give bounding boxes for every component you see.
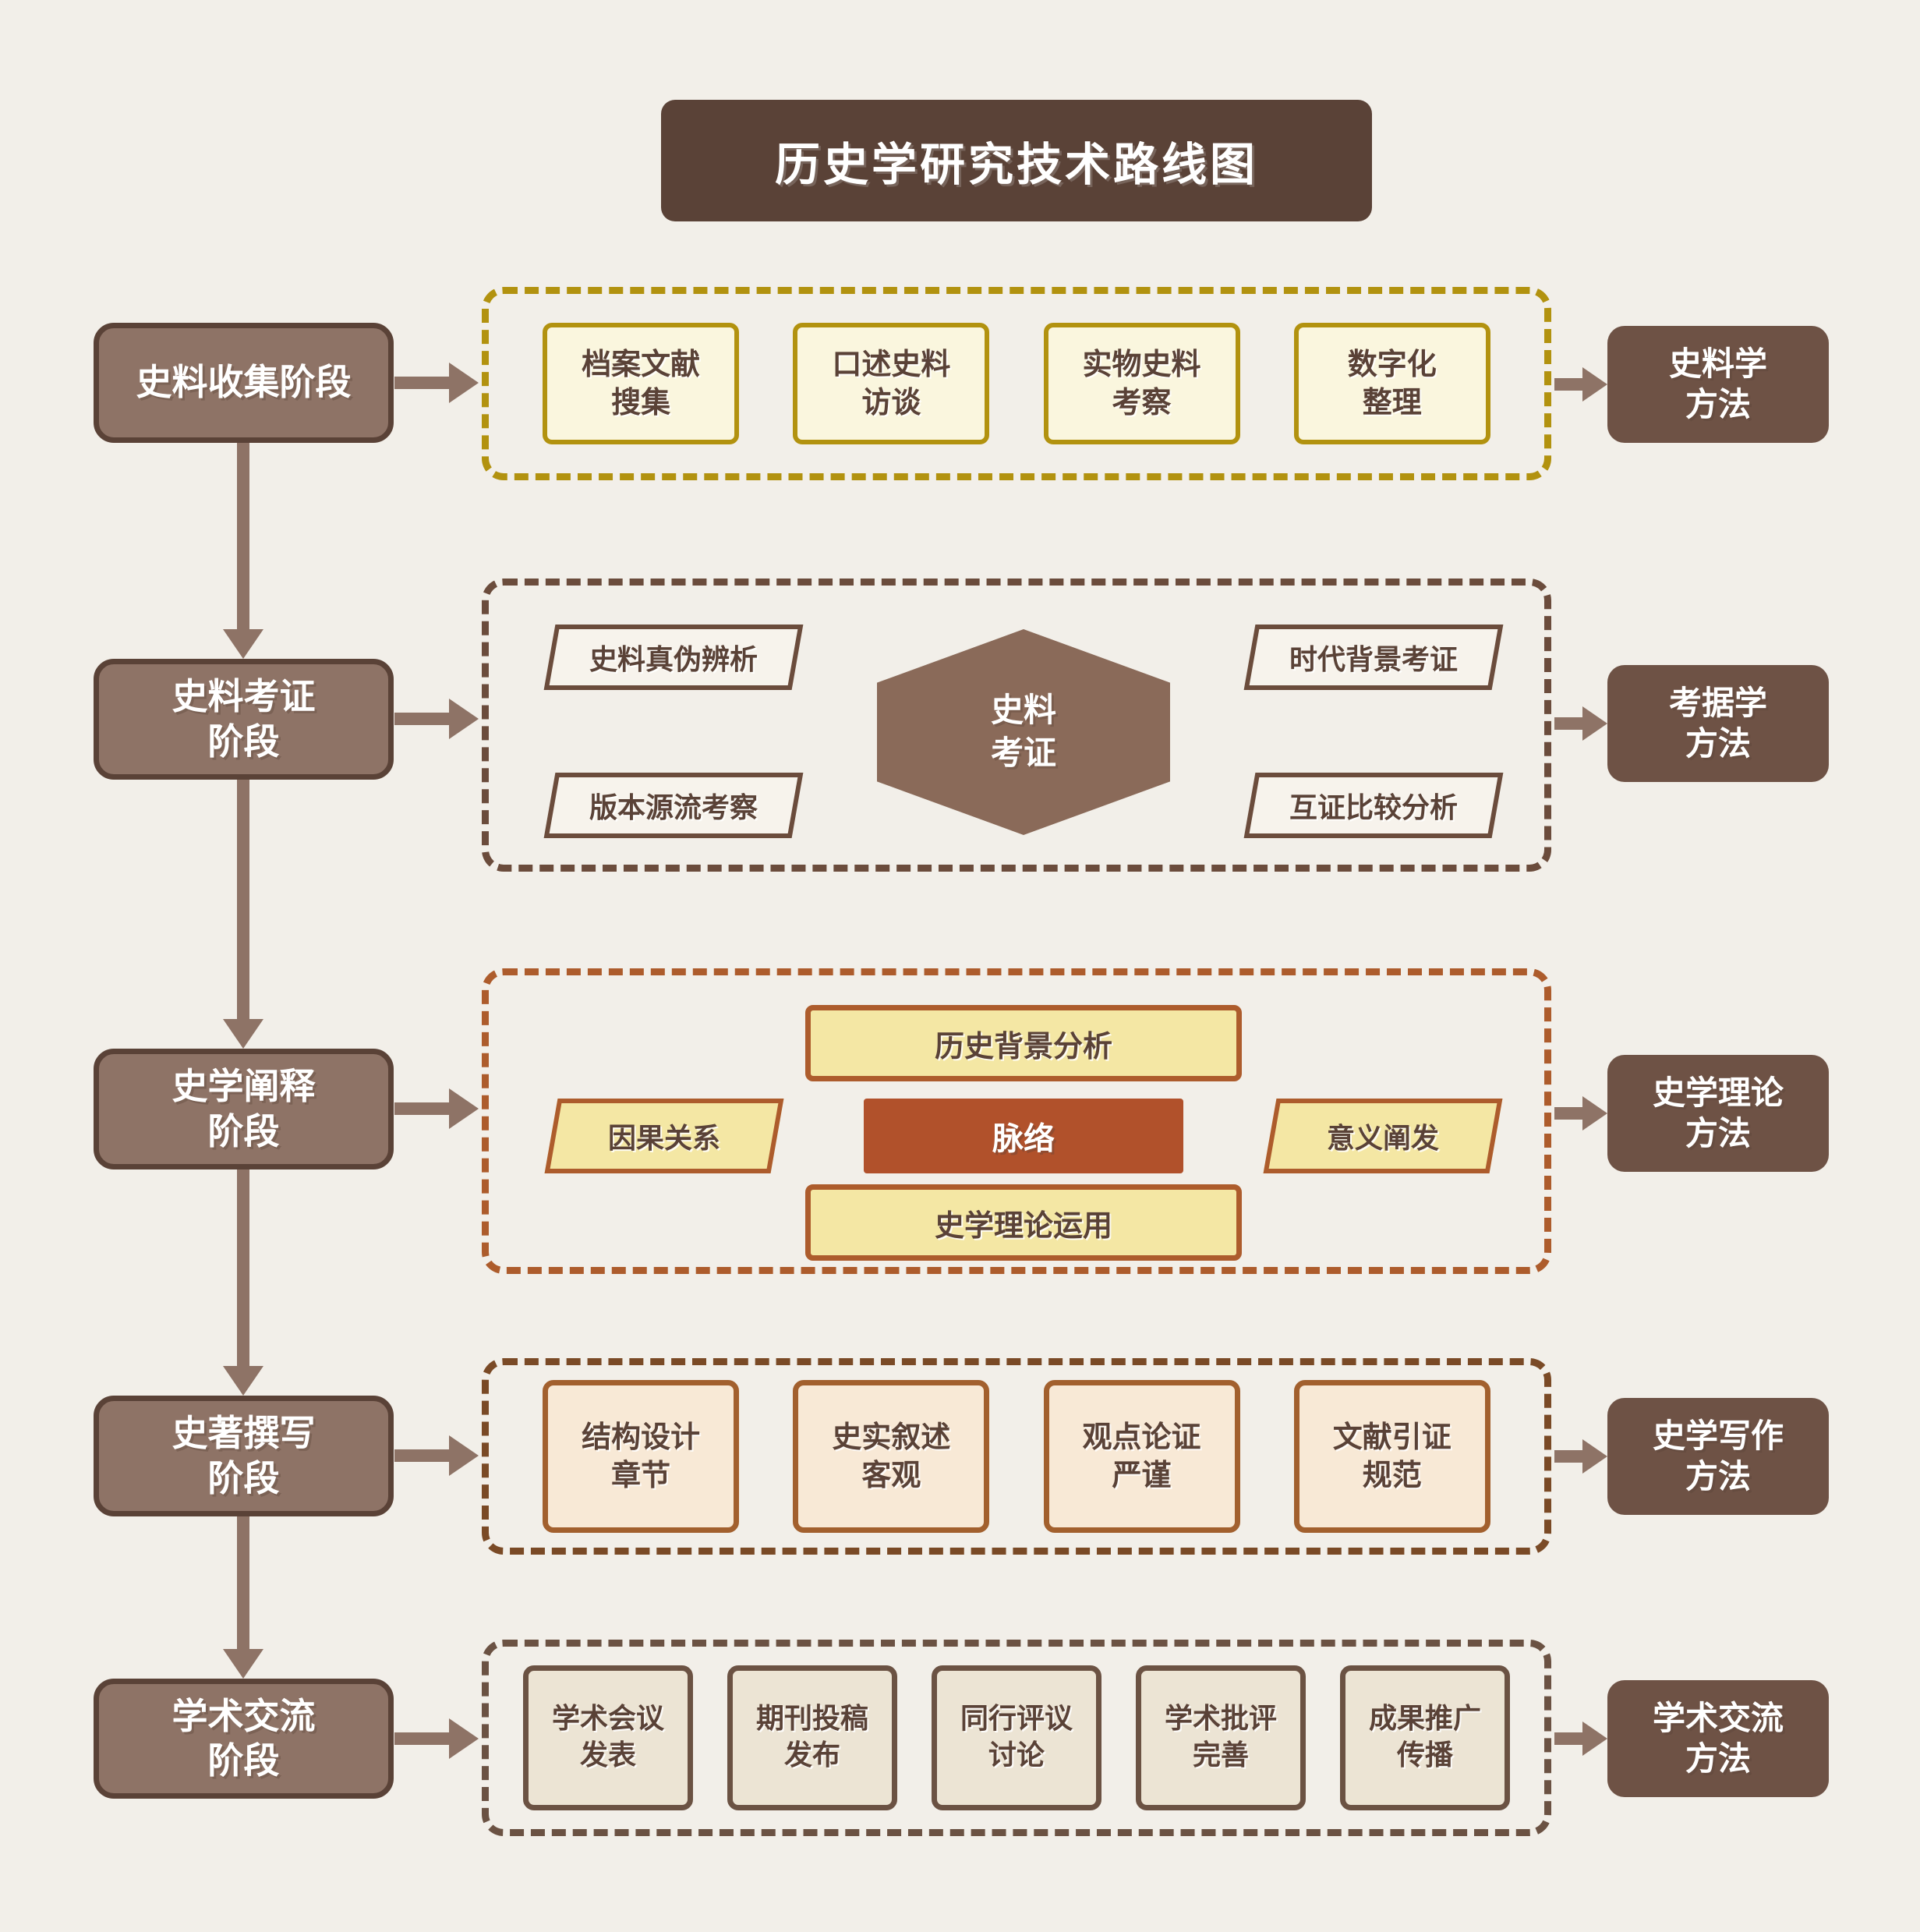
exchange-promotion: 成果推广 传播 (1340, 1665, 1510, 1810)
arrow-down-icon (223, 443, 263, 659)
writing-container: 结构设计 章节 史实叙述 客观 观点论证 严谨 文献引证 规范 (482, 1358, 1551, 1555)
collection-item-physical: 实物史料 考察 (1043, 323, 1240, 444)
interpretation-significance: 意义阐发 (1263, 1099, 1503, 1173)
method-exchange: 学术交流 方法 (1607, 1680, 1829, 1797)
arrow-right-icon (394, 363, 479, 403)
collection-item-digital: 数字化 整理 (1293, 323, 1490, 444)
exchange-peer-review: 同行评议 讨论 (932, 1665, 1101, 1810)
verification-container: 史料真伪辨析 时代背景考证 版本源流考察 互证比较分析 史料 考证 (482, 579, 1551, 872)
verification-era-background: 时代背景考证 (1243, 625, 1504, 690)
arrow-down-icon (223, 780, 263, 1049)
writing-citation: 文献引证 规范 (1293, 1380, 1490, 1533)
exchange-critique: 学术批评 完善 (1136, 1665, 1306, 1810)
arrow-right-icon (1554, 1436, 1607, 1477)
writing-structure: 结构设计 章节 (543, 1380, 740, 1533)
arrow-right-icon (394, 699, 479, 739)
arrow-right-icon (394, 1435, 479, 1476)
collection-container: 档案文献 搜集 口述史料 访谈 实物史料 考察 数字化 整理 (482, 287, 1551, 480)
verification-cross-compare: 互证比较分析 (1243, 773, 1504, 838)
page-title: 历史学研究技术路线图 (661, 100, 1372, 221)
arrow-right-icon (394, 1718, 479, 1759)
method-kaoju: 考据学 方法 (1607, 665, 1829, 782)
stage-collection: 史料收集阶段 (94, 323, 394, 443)
arrow-down-icon (223, 1169, 263, 1396)
arrow-right-icon (1554, 364, 1607, 405)
exchange-container: 学术会议 发表 期刊投稿 发布 同行评议 讨论 学术批评 完善 成果推广 传播 (482, 1640, 1551, 1836)
stage-verification: 史料考证 阶段 (94, 659, 394, 780)
exchange-journal: 期刊投稿 发布 (727, 1665, 897, 1810)
interpretation-causality: 因果关系 (544, 1099, 784, 1173)
arrow-right-icon (1554, 1093, 1607, 1134)
interpretation-theory-application: 史学理论运用 (805, 1184, 1242, 1261)
writing-argumentation: 观点论证 严谨 (1043, 1380, 1240, 1533)
arrow-right-icon (394, 1088, 479, 1129)
stage-exchange: 学术交流 阶段 (94, 1679, 394, 1799)
stage-interpretation: 史学阐释 阶段 (94, 1049, 394, 1169)
arrow-right-icon (1554, 703, 1607, 744)
verification-authenticity: 史料真伪辨析 (543, 625, 804, 690)
interpretation-background-analysis: 历史背景分析 (805, 1005, 1242, 1081)
verification-edition-origin: 版本源流考察 (543, 773, 804, 838)
interpretation-context-core: 脉络 (864, 1099, 1183, 1173)
collection-item-archives: 档案文献 搜集 (543, 323, 740, 444)
interpretation-container: 历史背景分析 因果关系 脉络 意义阐发 史学理论运用 (482, 968, 1551, 1274)
writing-narrative: 史实叙述 客观 (793, 1380, 990, 1533)
stage-writing: 史著撰写 阶段 (94, 1396, 394, 1516)
method-writing: 史学写作 方法 (1607, 1398, 1829, 1515)
collection-item-oral: 口述史料 访谈 (793, 323, 990, 444)
arrow-down-icon (223, 1516, 263, 1679)
arrow-right-icon (1554, 1718, 1607, 1759)
method-theory: 史学理论 方法 (1607, 1055, 1829, 1172)
exchange-conference: 学术会议 发表 (523, 1665, 693, 1810)
verification-hexagon: 史料 考证 (877, 629, 1170, 835)
method-shiliao: 史料学 方法 (1607, 326, 1829, 443)
